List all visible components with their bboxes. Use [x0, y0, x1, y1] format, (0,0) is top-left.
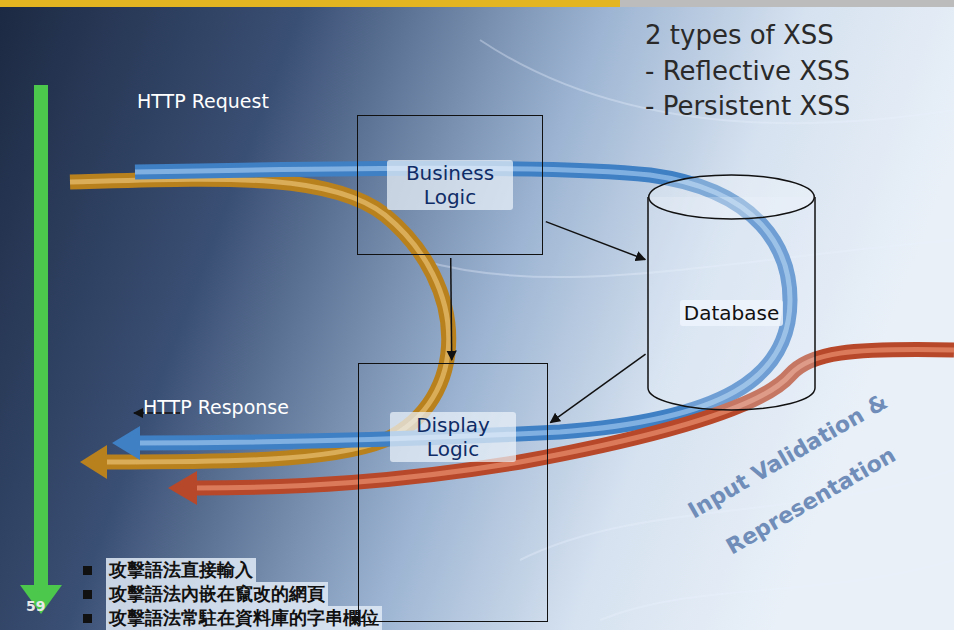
logic-box: Business Logic	[357, 115, 543, 255]
bullet-square	[83, 614, 92, 623]
flow-arrow	[546, 222, 645, 260]
direct-flow-head	[20, 585, 62, 614]
top-bar	[620, 0, 954, 7]
direct-flow	[34, 85, 48, 587]
node-label: Display Logic	[390, 412, 516, 462]
node-label: Business Logic	[387, 160, 513, 210]
xss-type: - Reflective XSS	[645, 56, 850, 86]
node-label: Database	[680, 300, 783, 326]
logic-box: Display Logic	[358, 363, 548, 622]
top-bar	[0, 0, 620, 7]
watermark: Representation	[722, 442, 900, 559]
bullet-square	[83, 566, 92, 575]
xss-type: - Persistent XSS	[645, 91, 850, 121]
flow-arrow	[450, 258, 452, 360]
database-cylinder: Database	[648, 175, 815, 410]
flow-label: HTTP Response	[143, 396, 289, 418]
bullet-text: 攻擊語法常駐在資料庫的字串欄位	[106, 606, 382, 630]
flow-arrow	[550, 354, 645, 422]
bullet-text: 攻擊語法直接輸入	[106, 558, 256, 582]
cable-streaks	[420, 40, 954, 620]
stored-flow-head	[168, 471, 197, 505]
cylinder-outline	[648, 175, 815, 410]
reflective-flow-head	[80, 445, 107, 479]
bullet-square	[83, 590, 92, 599]
cylinder-top	[649, 175, 815, 219]
page-number: 59	[26, 598, 45, 614]
persistent-flow-head	[112, 426, 140, 460]
bullet-text: 攻擊語法內嵌在竄改的網頁	[106, 582, 328, 606]
cylinder-body	[648, 197, 815, 410]
flow-label: HTTP Request	[137, 90, 269, 112]
diagram-title: 2 types of XSS	[645, 20, 834, 50]
